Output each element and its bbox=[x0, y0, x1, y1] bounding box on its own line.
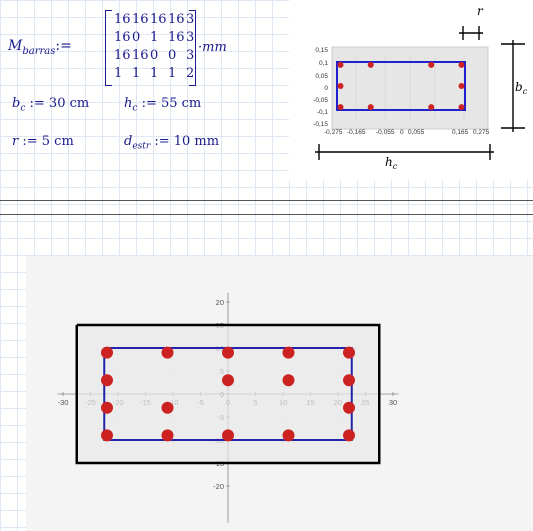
thumb-ytick: -0,1 bbox=[317, 109, 329, 116]
thumb-xticks: -0,275 -0,165 -0,055 0 0,055 0,165 0,275 bbox=[324, 129, 490, 136]
thumb-ytick: 0,05 bbox=[315, 73, 328, 80]
thumb-bar bbox=[428, 61, 435, 68]
matrix-cell: 1 bbox=[150, 30, 159, 45]
matrix-cell: 16 bbox=[168, 12, 185, 27]
dimension-r-label: r bbox=[477, 4, 484, 18]
matrix-cell: 1 bbox=[132, 66, 141, 81]
thumb-ytick: 0 bbox=[324, 85, 328, 92]
matrix-unit: ·mm bbox=[198, 40, 227, 55]
rebar-point bbox=[161, 401, 174, 414]
thumb-ytick: 0,15 bbox=[315, 47, 328, 54]
matrix-left-bracket bbox=[105, 10, 112, 86]
param-bc[interactable]: bc := 30 cm bbox=[12, 96, 90, 114]
matrix-cell: 16 bbox=[114, 48, 131, 63]
separator-line bbox=[0, 200, 533, 201]
plot-bars bbox=[101, 346, 355, 442]
thumb-bar bbox=[337, 61, 344, 68]
param-hc[interactable]: hc := 55 cm bbox=[124, 96, 202, 114]
matrix-cell: 16 bbox=[132, 48, 149, 63]
rebar-point bbox=[101, 429, 113, 442]
param-r[interactable]: r := 5 cm bbox=[12, 134, 74, 149]
thumb-yticks: 0,15 0,1 0,05 0 -0,05 -0,1 -0,15 bbox=[313, 47, 328, 128]
x-tick-label: 30 bbox=[389, 398, 397, 407]
y-tick-label: 20 bbox=[216, 298, 224, 307]
rebar-point bbox=[343, 346, 355, 359]
rebar-point bbox=[282, 346, 295, 359]
dimension-hc-label: hc bbox=[385, 155, 398, 171]
thumb-xtick: 0,275 bbox=[473, 129, 490, 136]
thumb-stirrup bbox=[336, 61, 466, 111]
thumb-bars bbox=[337, 61, 465, 111]
thumb-bar bbox=[337, 83, 344, 89]
thumb-bar bbox=[428, 104, 435, 111]
matrix-cell: 1 bbox=[150, 66, 159, 81]
section-outline bbox=[75, 323, 381, 465]
dimension-hc bbox=[315, 144, 494, 160]
rebar-point bbox=[101, 346, 113, 359]
matrix-cell: 0 bbox=[168, 48, 177, 63]
thumb-xtick: 0,055 bbox=[408, 129, 425, 136]
matrix-cell: 16 bbox=[168, 30, 185, 45]
rebar-point bbox=[343, 401, 355, 414]
rebar-point bbox=[222, 346, 234, 359]
rebar-point bbox=[222, 429, 234, 442]
section-fill bbox=[76, 325, 380, 463]
thumb-bar bbox=[367, 104, 374, 111]
thumb-xtick: 0,165 bbox=[452, 129, 469, 136]
thumb-bar bbox=[458, 61, 465, 68]
thumb-ytick: -0,05 bbox=[313, 97, 328, 104]
matrix-cell: 2 bbox=[186, 66, 195, 81]
dimension-bc-label: bc bbox=[515, 80, 528, 96]
thumbnail-svg: 0,15 0,1 0,05 0 -0,05 -0,1 -0,15 -0,275 … bbox=[313, 4, 528, 171]
rebar-point bbox=[222, 374, 234, 387]
rebar-point bbox=[343, 429, 355, 442]
matrix-cell: 3 bbox=[186, 12, 195, 27]
matrix-cell: 1 bbox=[168, 66, 177, 81]
matrix-cell: 0 bbox=[132, 30, 141, 45]
thumb-ytick: -0,15 bbox=[313, 121, 328, 128]
rebar-point bbox=[343, 374, 355, 387]
rebar-point bbox=[101, 374, 113, 387]
matrix-cell: 16 bbox=[150, 12, 167, 27]
matrix-right-bracket bbox=[189, 10, 196, 86]
thumb-bar bbox=[458, 83, 465, 89]
rebar-point bbox=[161, 429, 174, 442]
matrix-cell: 16 bbox=[114, 30, 131, 45]
rebar-point bbox=[282, 429, 295, 442]
matrix-cell: 3 bbox=[186, 30, 195, 45]
thumb-bar bbox=[337, 104, 344, 111]
thumb-ytick: 0,1 bbox=[319, 60, 328, 67]
matrix-cell: 16 bbox=[114, 12, 131, 27]
matrix-cell: 0 bbox=[150, 48, 159, 63]
thumb-xtick: -0,055 bbox=[376, 129, 395, 136]
dimension-r bbox=[459, 26, 483, 40]
rebar-point bbox=[101, 401, 113, 414]
matrix-name: Mbarras:= bbox=[8, 38, 72, 57]
separator-line bbox=[0, 214, 533, 215]
rebar-point bbox=[161, 346, 174, 359]
thumb-xtick: 0 bbox=[400, 129, 404, 136]
section-thumbnail[interactable]: 0,15 0,1 0,05 0 -0,05 -0,1 -0,15 -0,275 … bbox=[289, 0, 533, 180]
x-tick-label: -30 bbox=[58, 398, 69, 407]
matrix-cell: 1 bbox=[114, 66, 123, 81]
rebar-point bbox=[282, 374, 295, 387]
matrix-cell: 16 bbox=[132, 12, 149, 27]
matrix-cell: 3 bbox=[186, 48, 195, 63]
dimension-bc bbox=[501, 40, 525, 132]
thumb-xtick: -0,275 bbox=[324, 129, 343, 136]
y-tick-label: -20 bbox=[213, 482, 224, 491]
thumb-xtick: -0,165 bbox=[347, 129, 366, 136]
thumb-bar bbox=[367, 61, 374, 68]
thumb-bar bbox=[458, 104, 465, 111]
plot-shapes bbox=[75, 323, 381, 465]
param-destr[interactable]: destr := 10 mm bbox=[124, 134, 220, 152]
